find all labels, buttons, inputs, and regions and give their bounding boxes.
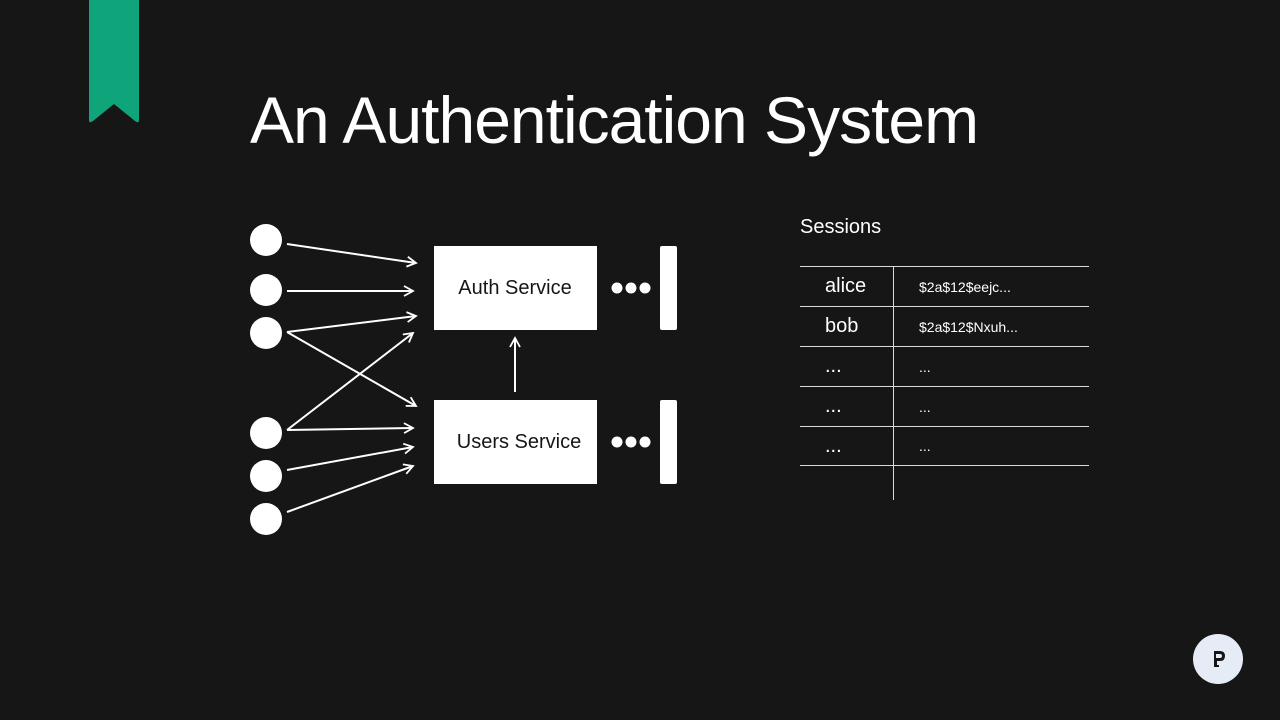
- request-arrow: [286, 331, 415, 431]
- session-hash: ...: [919, 438, 931, 454]
- bookmark-icon: [89, 0, 139, 123]
- request-arrow: [286, 422, 415, 434]
- session-user: alice: [800, 267, 894, 306]
- client-node: [250, 417, 282, 449]
- auth-datastore-bar: [660, 246, 677, 330]
- session-hash: ...: [919, 398, 931, 415]
- request-arrow: [286, 311, 418, 333]
- logo-button[interactable]: [1193, 634, 1243, 684]
- users-ellipsis-dots: [611, 436, 651, 448]
- session-user: ...: [800, 427, 894, 465]
- logo-icon: [1212, 651, 1225, 667]
- request-arrow: [286, 442, 415, 471]
- auth-service-label: Auth Service: [458, 277, 571, 299]
- client-node: [250, 460, 282, 492]
- sessions-title: Sessions: [800, 216, 882, 238]
- auth-ellipsis-dots: [611, 282, 651, 294]
- page-title: An Authentication System: [250, 83, 979, 157]
- session-hash: $2a$12$Nxuh...: [919, 318, 1018, 335]
- table-row: alice $2a$12$eejc...: [800, 266, 1089, 306]
- session-user: ...: [800, 347, 894, 386]
- table-row: ... ...: [800, 426, 1089, 466]
- session-hash: $2a$12$eejc...: [919, 278, 1011, 295]
- request-arrow: [286, 463, 415, 513]
- table-row: bob $2a$12$Nxuh...: [800, 306, 1089, 346]
- table-column-divider: [800, 466, 894, 500]
- users-datastore-bar: [660, 400, 677, 484]
- client-node: [250, 274, 282, 306]
- session-user: bob: [800, 307, 894, 346]
- request-arrow: [286, 243, 418, 268]
- auth-service-box: [434, 246, 597, 330]
- request-arrow: [286, 331, 418, 407]
- client-node: [250, 317, 282, 349]
- table-row: ... ...: [800, 346, 1089, 386]
- client-node: [250, 224, 282, 256]
- table-row: ... ...: [800, 386, 1089, 426]
- users-service-box: [434, 400, 597, 484]
- sessions-table: alice $2a$12$eejc... bob $2a$12$Nxuh... …: [800, 266, 1089, 500]
- session-hash: ...: [919, 358, 931, 375]
- session-user: ...: [800, 387, 894, 426]
- users-service-label: Users Service: [457, 431, 581, 453]
- client-node: [250, 503, 282, 535]
